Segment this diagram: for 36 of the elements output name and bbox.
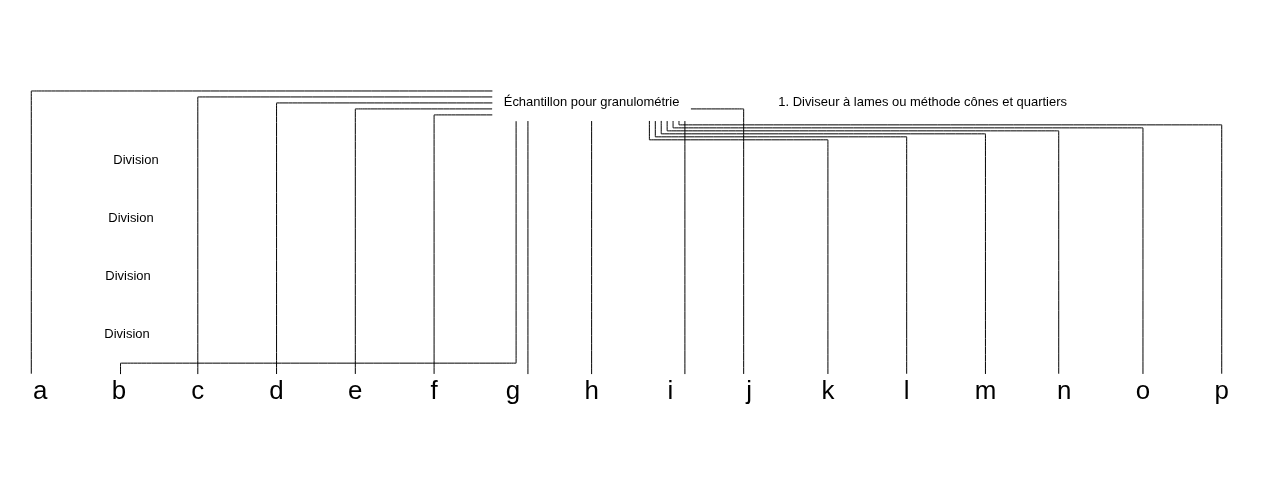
node-text: f: [430, 375, 438, 404]
label: 1. Diviseur à lames ou méthode cônes et quartiers: [778, 93, 1067, 109]
node-text: m: [974, 375, 997, 404]
connector: [354, 107, 493, 374]
connector: [197, 95, 493, 375]
node-text: c: [191, 375, 205, 404]
connector: [678, 120, 1223, 374]
node-text: i: [667, 375, 674, 404]
node-text: a: [33, 375, 48, 404]
connector: [433, 113, 493, 374]
node-text: h: [584, 375, 599, 404]
connector: [660, 119, 986, 374]
node-text: b: [111, 375, 127, 404]
label: Division: [113, 151, 159, 167]
node-text: p: [1214, 375, 1229, 404]
connector: [591, 120, 593, 375]
connector: [684, 120, 686, 375]
node-text: o: [1135, 375, 1151, 404]
connector: [276, 101, 493, 374]
node-text: Échantillon pour granulométrie: [503, 93, 680, 109]
label: Division: [108, 209, 154, 225]
node-text: j: [746, 375, 753, 404]
node-text: l: [903, 375, 910, 404]
connector: [672, 120, 1144, 374]
node-text: k: [821, 375, 835, 404]
node-text: d: [269, 375, 284, 404]
label: Division: [105, 267, 151, 283]
connector: [30, 89, 493, 374]
connector: [666, 120, 1060, 374]
node-text: n: [1056, 375, 1072, 404]
connector: [690, 107, 745, 374]
connector: [648, 119, 829, 374]
label: Division: [104, 325, 150, 341]
node-text: g: [505, 375, 521, 404]
connector: [654, 120, 908, 374]
node-text: e: [348, 375, 363, 404]
